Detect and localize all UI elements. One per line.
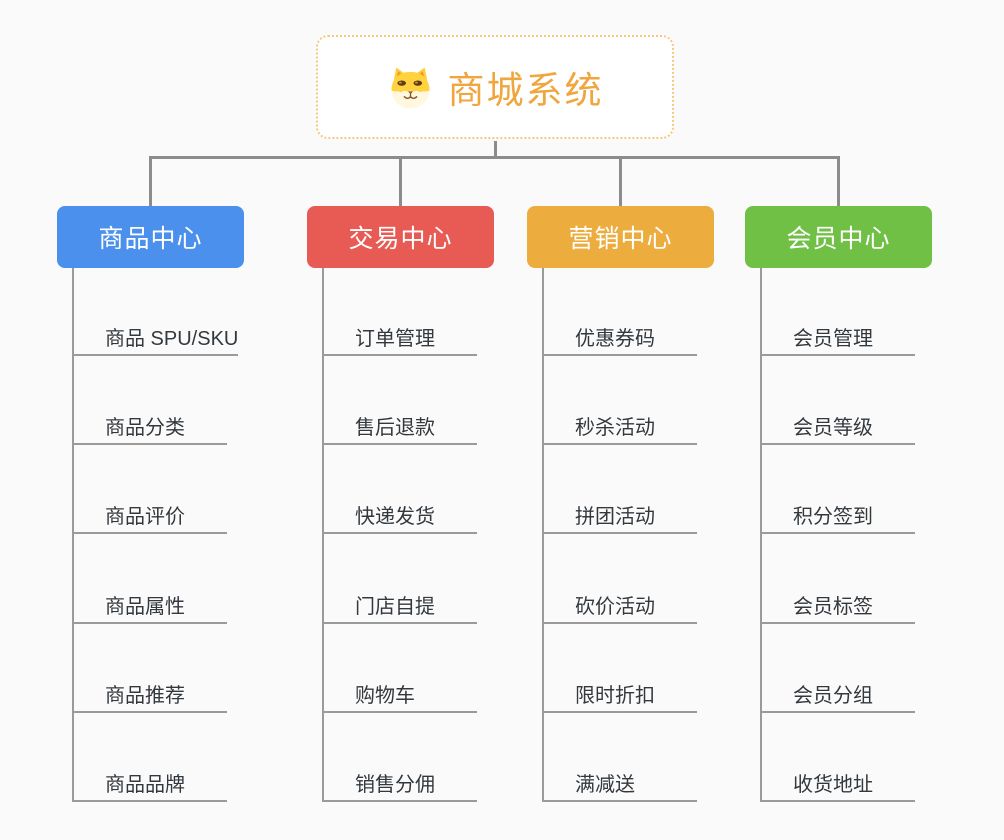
branch-trunk-line xyxy=(542,268,544,802)
branch-label: 营销中心 xyxy=(568,225,673,253)
leaf-node[interactable]: 会员等级 xyxy=(760,415,915,445)
leaf-label: 商品分类 xyxy=(105,417,185,439)
leaf-label: 会员标签 xyxy=(793,596,873,618)
root-title: 商城系统 xyxy=(447,70,604,111)
leaf-label: 收货地址 xyxy=(793,774,873,796)
leaf-node[interactable]: 收货地址 xyxy=(760,772,915,802)
leaf-label: 限时折扣 xyxy=(575,685,655,707)
dog-face-icon xyxy=(387,66,434,109)
leaf-label: 门店自提 xyxy=(355,596,435,618)
connector-drop-line xyxy=(399,156,402,206)
leaf-node[interactable]: 商品品牌 xyxy=(72,772,227,802)
leaf-node[interactable]: 会员分组 xyxy=(760,683,915,713)
branch-label: 交易中心 xyxy=(348,225,453,253)
connector-bus xyxy=(149,156,840,159)
leaf-node[interactable]: 秒杀活动 xyxy=(542,415,697,445)
leaf-node[interactable]: 门店自提 xyxy=(322,594,477,624)
leaf-label: 拼团活动 xyxy=(575,506,655,528)
leaf-label: 满减送 xyxy=(575,774,635,796)
branch-node-1[interactable]: 交易中心 xyxy=(307,206,494,268)
leaf-label: 销售分佣 xyxy=(355,774,435,796)
branch-label: 商品中心 xyxy=(98,225,203,253)
leaf-label: 砍价活动 xyxy=(575,596,655,618)
leaf-label: 订单管理 xyxy=(355,328,435,350)
leaf-label: 会员管理 xyxy=(793,328,873,350)
leaf-node[interactable]: 满减送 xyxy=(542,772,697,802)
connector-drop-line xyxy=(619,156,622,206)
leaf-node[interactable]: 购物车 xyxy=(322,683,477,713)
connector-drop-line xyxy=(837,156,840,206)
leaf-node[interactable]: 售后退款 xyxy=(322,415,477,445)
leaf-node[interactable]: 优惠券码 xyxy=(542,326,697,356)
leaf-label: 会员分组 xyxy=(793,685,873,707)
branch-node-2[interactable]: 营销中心 xyxy=(527,206,714,268)
leaf-node[interactable]: 销售分佣 xyxy=(322,772,477,802)
leaf-label: 商品评价 xyxy=(105,506,185,528)
connector-root-stub xyxy=(493,141,497,159)
leaf-node[interactable]: 限时折扣 xyxy=(542,683,697,713)
leaf-node[interactable]: 商品 SPU/SKU xyxy=(72,326,239,356)
branch-label: 会员中心 xyxy=(786,225,891,253)
leaf-node[interactable]: 商品推荐 xyxy=(72,683,227,713)
leaf-node[interactable]: 拼团活动 xyxy=(542,504,697,534)
leaf-label: 积分签到 xyxy=(793,506,873,528)
leaf-node[interactable]: 积分签到 xyxy=(760,504,915,534)
leaf-node[interactable]: 商品分类 xyxy=(72,415,227,445)
branch-node-3[interactable]: 会员中心 xyxy=(745,206,932,268)
leaf-label: 会员等级 xyxy=(793,417,873,439)
leaf-node[interactable]: 订单管理 xyxy=(322,326,477,356)
leaf-node[interactable]: 商品评价 xyxy=(72,504,227,534)
branch-trunk-line xyxy=(760,268,762,802)
leaf-node[interactable]: 快递发货 xyxy=(322,504,477,534)
branch-trunk-line xyxy=(72,268,74,802)
root-node[interactable]: 商城系统 xyxy=(316,35,674,139)
connector-drop-line xyxy=(149,156,152,206)
branch-node-0[interactable]: 商品中心 xyxy=(57,206,244,268)
leaf-node[interactable]: 砍价活动 xyxy=(542,594,697,624)
leaf-label: 优惠券码 xyxy=(575,328,655,350)
leaf-node[interactable]: 商品属性 xyxy=(72,594,227,624)
leaf-label: 商品属性 xyxy=(105,596,185,618)
leaf-node[interactable]: 会员管理 xyxy=(760,326,915,356)
branch-trunk-line xyxy=(322,268,324,802)
leaf-label: 秒杀活动 xyxy=(575,417,655,439)
leaf-node[interactable]: 会员标签 xyxy=(760,594,915,624)
leaf-label: 商品推荐 xyxy=(105,685,185,707)
leaf-label: 购物车 xyxy=(355,685,415,707)
leaf-label: 商品品牌 xyxy=(105,774,185,796)
leaf-label: 快递发货 xyxy=(355,506,435,528)
leaf-label: 售后退款 xyxy=(355,417,435,439)
leaf-label: 商品 SPU/SKU xyxy=(105,328,239,350)
